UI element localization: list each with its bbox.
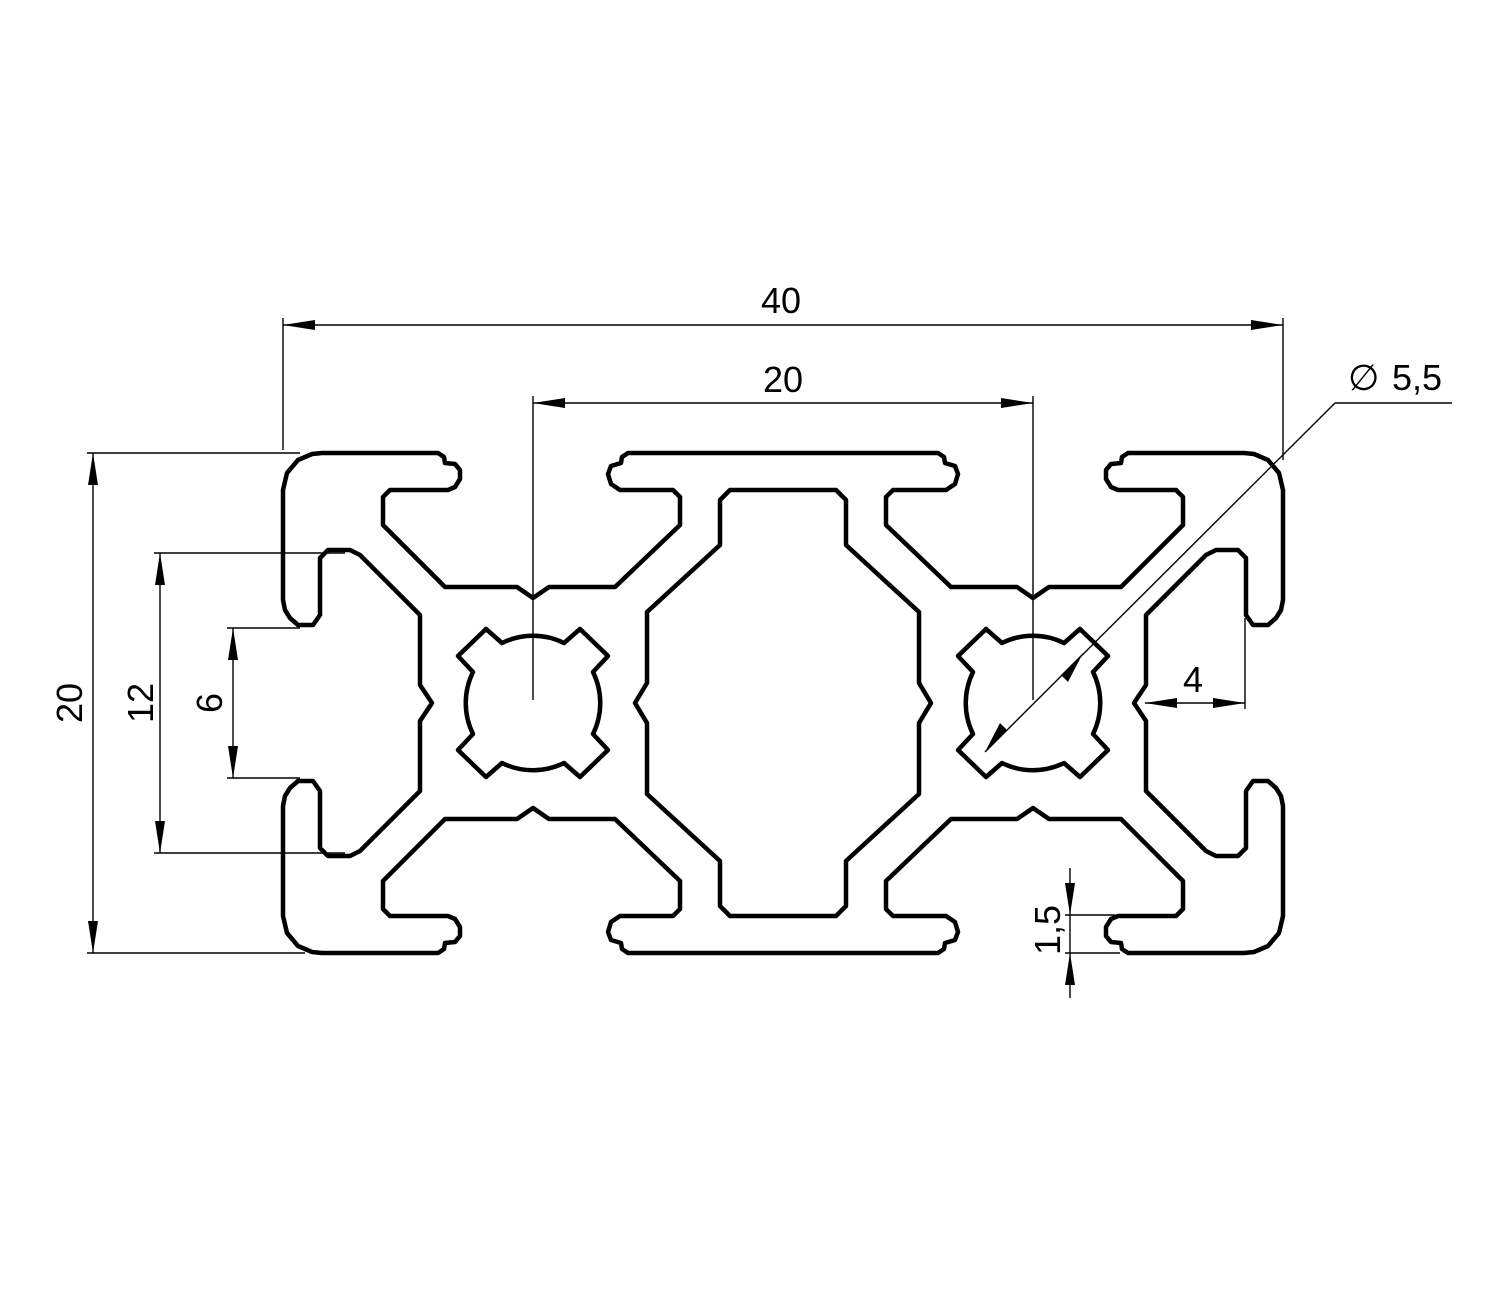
dimension-overall-height: 20	[49, 452, 305, 954]
diameter-symbol: ∅	[1348, 357, 1379, 398]
left-core-bore	[455, 626, 611, 780]
dimension-slot-opening: 6	[189, 627, 300, 779]
dimension-slot-pitch: 20	[532, 359, 1034, 700]
dim-label-5-5: 5,5	[1392, 357, 1442, 398]
dim-label-40: 40	[761, 280, 801, 321]
dimension-slot-depth: 4	[1145, 618, 1246, 709]
profile-outline	[280, 450, 1286, 956]
central-cavity	[632, 487, 934, 919]
dim-label-20-height: 20	[49, 683, 90, 723]
dimension-wall-thickness: 1,5	[1027, 868, 1120, 998]
dimension-bore-diameter: ∅ 5,5	[984, 357, 1452, 753]
right-core-bore	[955, 626, 1111, 780]
dimension-slot-inner-width: 12	[120, 552, 345, 854]
dim-label-4: 4	[1183, 659, 1203, 700]
dimension-overall-width: 40	[282, 280, 1284, 460]
dim-label-1-5: 1,5	[1027, 905, 1068, 955]
dim-label-6: 6	[189, 693, 230, 713]
dim-label-20-pitch: 20	[763, 359, 803, 400]
dim-label-12: 12	[120, 683, 161, 723]
